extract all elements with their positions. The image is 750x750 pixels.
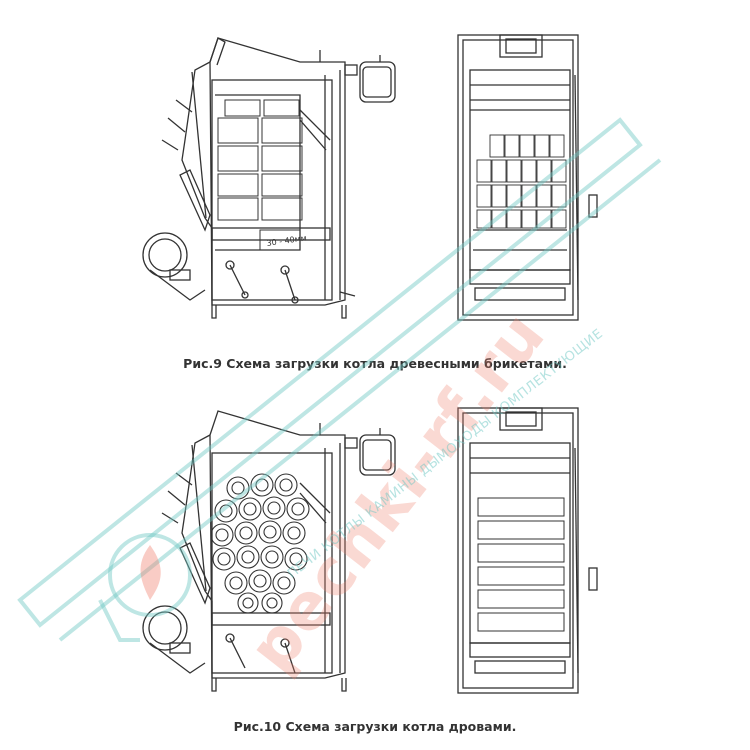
figure-9-caption: Рис.9 Схема загрузки котла древесными бр… bbox=[183, 356, 567, 371]
boiler-front-view bbox=[457, 407, 598, 694]
briquette-stack-side bbox=[217, 99, 303, 251]
figure-10-caption: Рис.10 Схема загрузки котла дровами. bbox=[233, 719, 517, 734]
briquette-stack-front bbox=[476, 134, 567, 229]
gap-dimension-label: 30 - 40мм bbox=[266, 233, 307, 248]
figure-9-drawing: 30 - 40мм bbox=[142, 34, 598, 321]
figure-10: Рис.10 Схема загрузки котла дровами. bbox=[0, 375, 750, 750]
log-stack-side bbox=[210, 473, 310, 614]
boiler-side-view bbox=[142, 37, 396, 319]
figure-9: 30 - 40мм Рис.9 Схема загрузки котла дре… bbox=[142, 34, 598, 371]
figure-10-drawing bbox=[142, 407, 598, 694]
boiler-side-view bbox=[142, 410, 396, 692]
boiler-front-view bbox=[457, 34, 598, 321]
log-stack-front bbox=[477, 497, 565, 632]
